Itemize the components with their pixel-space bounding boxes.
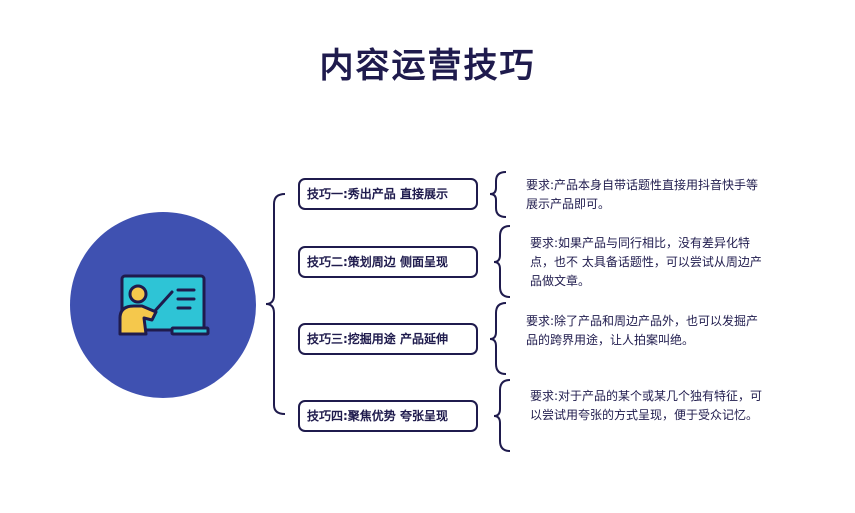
tip-box-1: 技巧一:秀出产品 直接展示 <box>298 178 478 210</box>
bracket-tip-2 <box>493 225 511 298</box>
bracket-tip-4 <box>493 379 511 452</box>
tip-description-4: 要求:对于产品的某个或某几个独有特征，可以尝试用夸张的方式呈现，便于受众记忆。 <box>530 389 763 422</box>
tip-box-4: 技巧四:聚焦优势 夸张呈现 <box>298 400 478 432</box>
tip-description-2: 要求:如果产品与同行相比，没有差异化特点，也不 太具备话题性，可以尝试从周边产品… <box>530 236 762 288</box>
page-title: 内容运营技巧 <box>319 46 536 86</box>
tip-box-2: 技巧二:策划周边 侧面呈现 <box>298 246 478 278</box>
bracket-tip-3 <box>489 302 507 375</box>
tip-box-3: 技巧三:挖掘用途 产品延伸 <box>298 323 478 355</box>
teacher-presentation-board-icon <box>118 274 210 336</box>
main-bracket <box>265 193 286 415</box>
tip-description-3: 要求:除了产品和周边产品外，也可以发掘产 品的跨界用途，让人拍案叫绝。 <box>526 314 759 347</box>
bracket-tip-1 <box>489 171 507 218</box>
tip-description-1: 要求:产品本身自带话题性直接用抖音快手等展示产品即可。 <box>526 178 759 211</box>
